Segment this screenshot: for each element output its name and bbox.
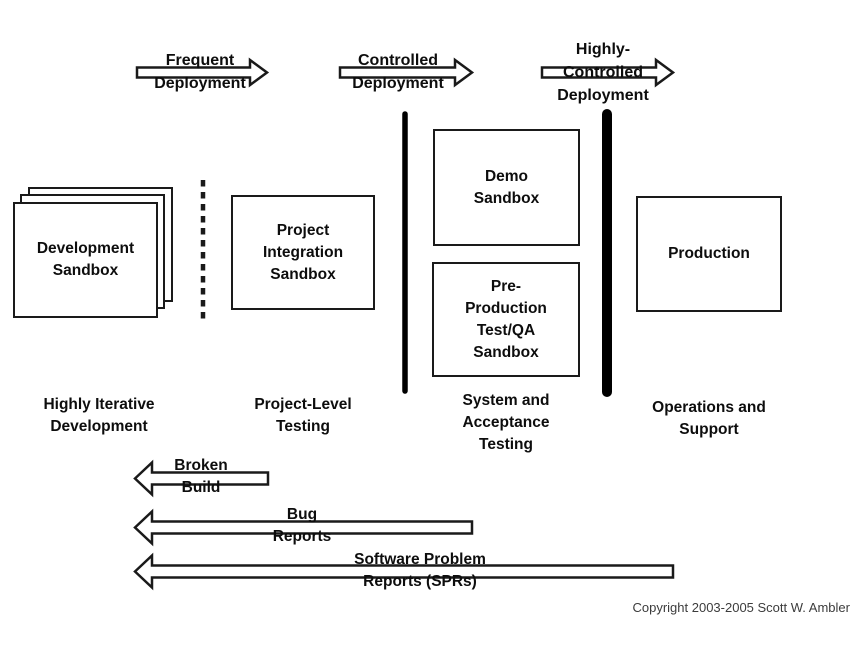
broken-build-label: Broken Build [174, 457, 228, 496]
bug-reports-arrow [133, 508, 474, 547]
software-problem-reports-arrow [133, 552, 675, 591]
pre-production-sandbox-box: Pre- Production Test/QA Sandbox [432, 262, 580, 377]
bug-reports-label: Bug Reports [272, 506, 332, 545]
phase-project-level-testing-label: Project-Level Testing [254, 396, 352, 435]
highly-controlled-deployment-arrow [540, 57, 676, 88]
development-sandbox-label: Development Sandbox [36, 240, 135, 279]
production-label: Production [668, 245, 750, 262]
phase-operations-support-label: Operations and Support [652, 399, 766, 438]
development-sandbox-box: Development Sandbox [13, 202, 158, 318]
phase-system-acceptance-testing-label: System and Acceptance Testing [462, 392, 550, 453]
software-problem-reports-label: Software Problem Reports (SPRs) [354, 551, 486, 590]
frequent-deployment-arrow [135, 57, 270, 88]
project-integration-sandbox-box: Project Integration Sandbox [231, 195, 375, 310]
frequent-deployment-label: Frequent Deployment [154, 52, 246, 92]
phase-highly-iterative-development-label: Highly Iterative Development [43, 396, 155, 435]
demo-sandbox-box: Demo Sandbox [433, 129, 580, 246]
copyright-notice: Copyright 2003-2005 Scott W. Ambler [632, 600, 850, 615]
project-integration-sandbox-label: Project Integration Sandbox [262, 221, 344, 283]
demo-sandbox-label: Demo Sandbox [473, 167, 540, 207]
production-box: Production [636, 196, 782, 312]
broken-build-arrow [133, 459, 270, 498]
highly-controlled-deployment-label: Highly- Controlled Deployment [557, 41, 649, 104]
controlled-deployment-arrow [338, 57, 475, 88]
controlled-deployment-label: Controlled Deployment [352, 52, 444, 92]
pre-production-sandbox-label: Pre- Production Test/QA Sandbox [465, 277, 547, 361]
